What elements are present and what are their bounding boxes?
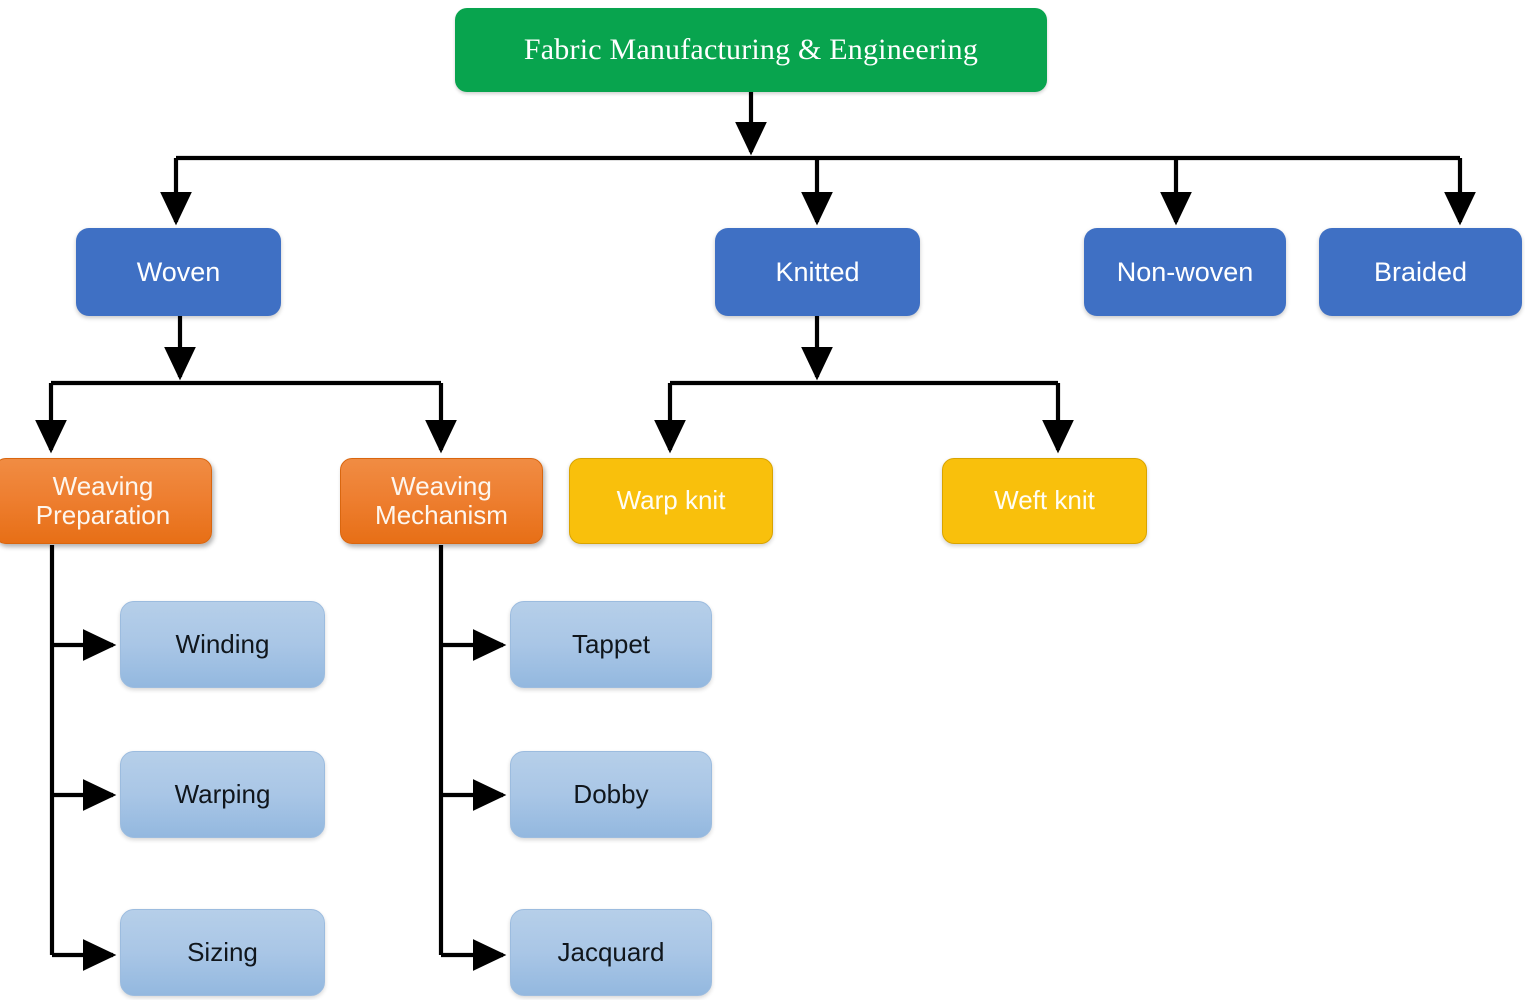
- node-weaving-preparation[interactable]: Weaving Preparation: [0, 458, 212, 544]
- node-woven-label: Woven: [136, 256, 221, 287]
- node-sizing[interactable]: Sizing: [120, 909, 325, 996]
- node-non-woven-label: Non-woven: [1116, 256, 1254, 287]
- node-weaving-mechanism[interactable]: Weaving Mechanism: [340, 458, 543, 544]
- node-jacquard-label: Jacquard: [557, 936, 665, 967]
- node-warping-label: Warping: [174, 778, 271, 809]
- node-non-woven[interactable]: Non-woven: [1084, 228, 1286, 316]
- node-winding-label: Winding: [175, 628, 270, 659]
- node-dobby[interactable]: Dobby: [510, 751, 712, 838]
- node-sizing-label: Sizing: [187, 936, 258, 967]
- node-weaving-preparation-label-line2: Preparation: [35, 500, 171, 530]
- node-woven[interactable]: Woven: [76, 228, 281, 316]
- node-braided[interactable]: Braided: [1319, 228, 1522, 316]
- node-root[interactable]: Fabric Manufacturing & Engineering: [455, 8, 1047, 92]
- node-weaving-mechanism-label-line2: Mechanism: [375, 500, 508, 530]
- node-tappet-label: Tappet: [571, 628, 651, 659]
- node-weaving-mechanism-label-line1: Weaving: [391, 470, 492, 501]
- node-winding[interactable]: Winding: [120, 601, 325, 688]
- node-knitted[interactable]: Knitted: [715, 228, 920, 316]
- node-warping[interactable]: Warping: [120, 751, 325, 838]
- node-warp-knit-label: Warp knit: [616, 485, 726, 516]
- node-dobby-label: Dobby: [573, 778, 649, 809]
- node-weaving-preparation-label-line1: Weaving: [52, 470, 154, 501]
- node-warp-knit[interactable]: Warp knit: [569, 458, 773, 544]
- node-weft-knit-label: Weft knit: [994, 485, 1095, 516]
- node-jacquard[interactable]: Jacquard: [510, 909, 712, 996]
- node-root-label: Fabric Manufacturing & Engineering: [523, 33, 979, 67]
- node-tappet[interactable]: Tappet: [510, 601, 712, 688]
- node-braided-label: Braided: [1373, 256, 1468, 287]
- node-weft-knit[interactable]: Weft knit: [942, 458, 1147, 544]
- node-knitted-label: Knitted: [775, 256, 860, 287]
